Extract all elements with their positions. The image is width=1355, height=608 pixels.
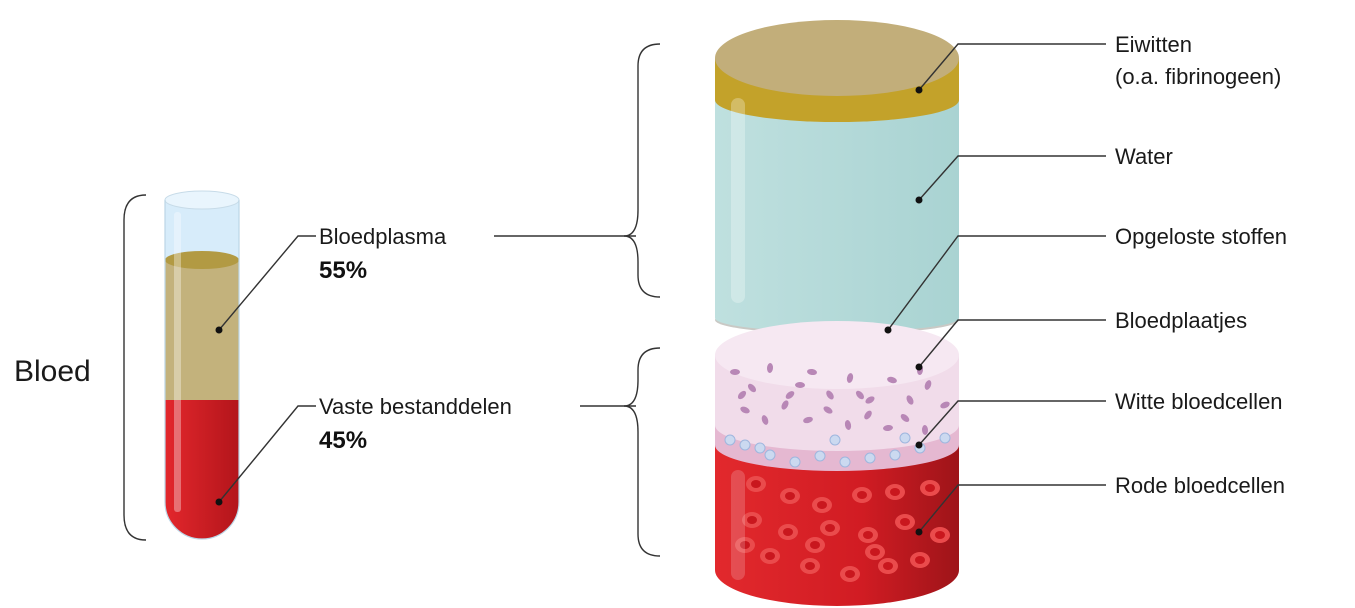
red-blood-cell-center bbox=[890, 488, 900, 496]
plasma-label: Bloedplasma bbox=[319, 224, 447, 249]
component-labels: Eiwitten (o.a. fibrinogeen) WaterOpgeloste… bbox=[1115, 32, 1287, 498]
solids-leader-dot bbox=[216, 499, 223, 506]
red-blood-cell-center bbox=[870, 548, 880, 556]
dissolved-substances-label: Opgeloste stoffen bbox=[1115, 224, 1287, 249]
red-blood-cell-center bbox=[783, 528, 793, 536]
red-blood-cell-center bbox=[845, 570, 855, 578]
red-blood-cell-center bbox=[925, 484, 935, 492]
red-blood-cell-center bbox=[785, 492, 795, 500]
water-layer bbox=[715, 100, 959, 332]
platelet-cell bbox=[730, 369, 740, 375]
white-blood-cell bbox=[940, 433, 950, 443]
proteins-label: (o.a. fibrinogeen) bbox=[1115, 64, 1281, 89]
white-blood-cell bbox=[890, 450, 900, 460]
red-blood-cell-center bbox=[900, 518, 910, 526]
proteins-leader-dot bbox=[916, 87, 923, 94]
red-blood-cell-center bbox=[751, 480, 761, 488]
blood-label: Bloed bbox=[14, 355, 91, 388]
white-blood-cell bbox=[815, 451, 825, 461]
dissolved-substances-leader-dot bbox=[885, 327, 892, 334]
red-blood-cells-leader-dot bbox=[916, 529, 923, 536]
plasma-cylinder bbox=[715, 20, 959, 334]
test-tube bbox=[165, 191, 239, 539]
red-blood-cell-center bbox=[810, 541, 820, 549]
red-blood-cells-label: Rode bloedcellen bbox=[1115, 473, 1285, 498]
red-blood-cell-center bbox=[817, 501, 827, 509]
white-blood-cells-leader-dot bbox=[916, 442, 923, 449]
white-blood-cell bbox=[755, 443, 765, 453]
platelets-label: Bloedplaatjes bbox=[1115, 308, 1247, 333]
solids-percent: 45% bbox=[319, 427, 367, 454]
white-blood-cell bbox=[740, 440, 750, 450]
white-blood-cell bbox=[725, 435, 735, 445]
proteins-label: Eiwitten bbox=[1115, 32, 1192, 57]
water-leader-dot bbox=[916, 197, 923, 204]
red-blood-cell-center bbox=[863, 531, 873, 539]
red-blood-cell-center bbox=[765, 552, 775, 560]
white-blood-cell bbox=[900, 433, 910, 443]
red-blood-cell-center bbox=[883, 562, 893, 570]
red-blood-cell-center bbox=[935, 531, 945, 539]
white-blood-cell bbox=[840, 457, 850, 467]
white-blood-cell bbox=[790, 457, 800, 467]
red-blood-cell-center bbox=[915, 556, 925, 564]
platelet-top bbox=[715, 321, 959, 389]
platelets-leader-dot bbox=[916, 364, 923, 371]
white-blood-cell bbox=[765, 450, 775, 460]
blood-brace bbox=[124, 195, 146, 540]
solids-label: Vaste bestanddelen bbox=[319, 394, 512, 419]
white-blood-cells-label: Witte bloedcellen bbox=[1115, 389, 1283, 414]
white-blood-cell bbox=[865, 453, 875, 463]
plasma-leader-dot bbox=[216, 327, 223, 334]
protein-top bbox=[715, 20, 959, 96]
solids-brace bbox=[624, 348, 660, 556]
red-blood-cell-center bbox=[825, 524, 835, 532]
red-blood-cell-center bbox=[857, 491, 867, 499]
water-label: Water bbox=[1115, 144, 1173, 169]
plasma-brace bbox=[624, 44, 660, 297]
red-blood-cell-center bbox=[805, 562, 815, 570]
white-blood-cell bbox=[830, 435, 840, 445]
red-blood-cell-center bbox=[747, 516, 757, 524]
plasma-percent: 55% bbox=[319, 257, 367, 284]
